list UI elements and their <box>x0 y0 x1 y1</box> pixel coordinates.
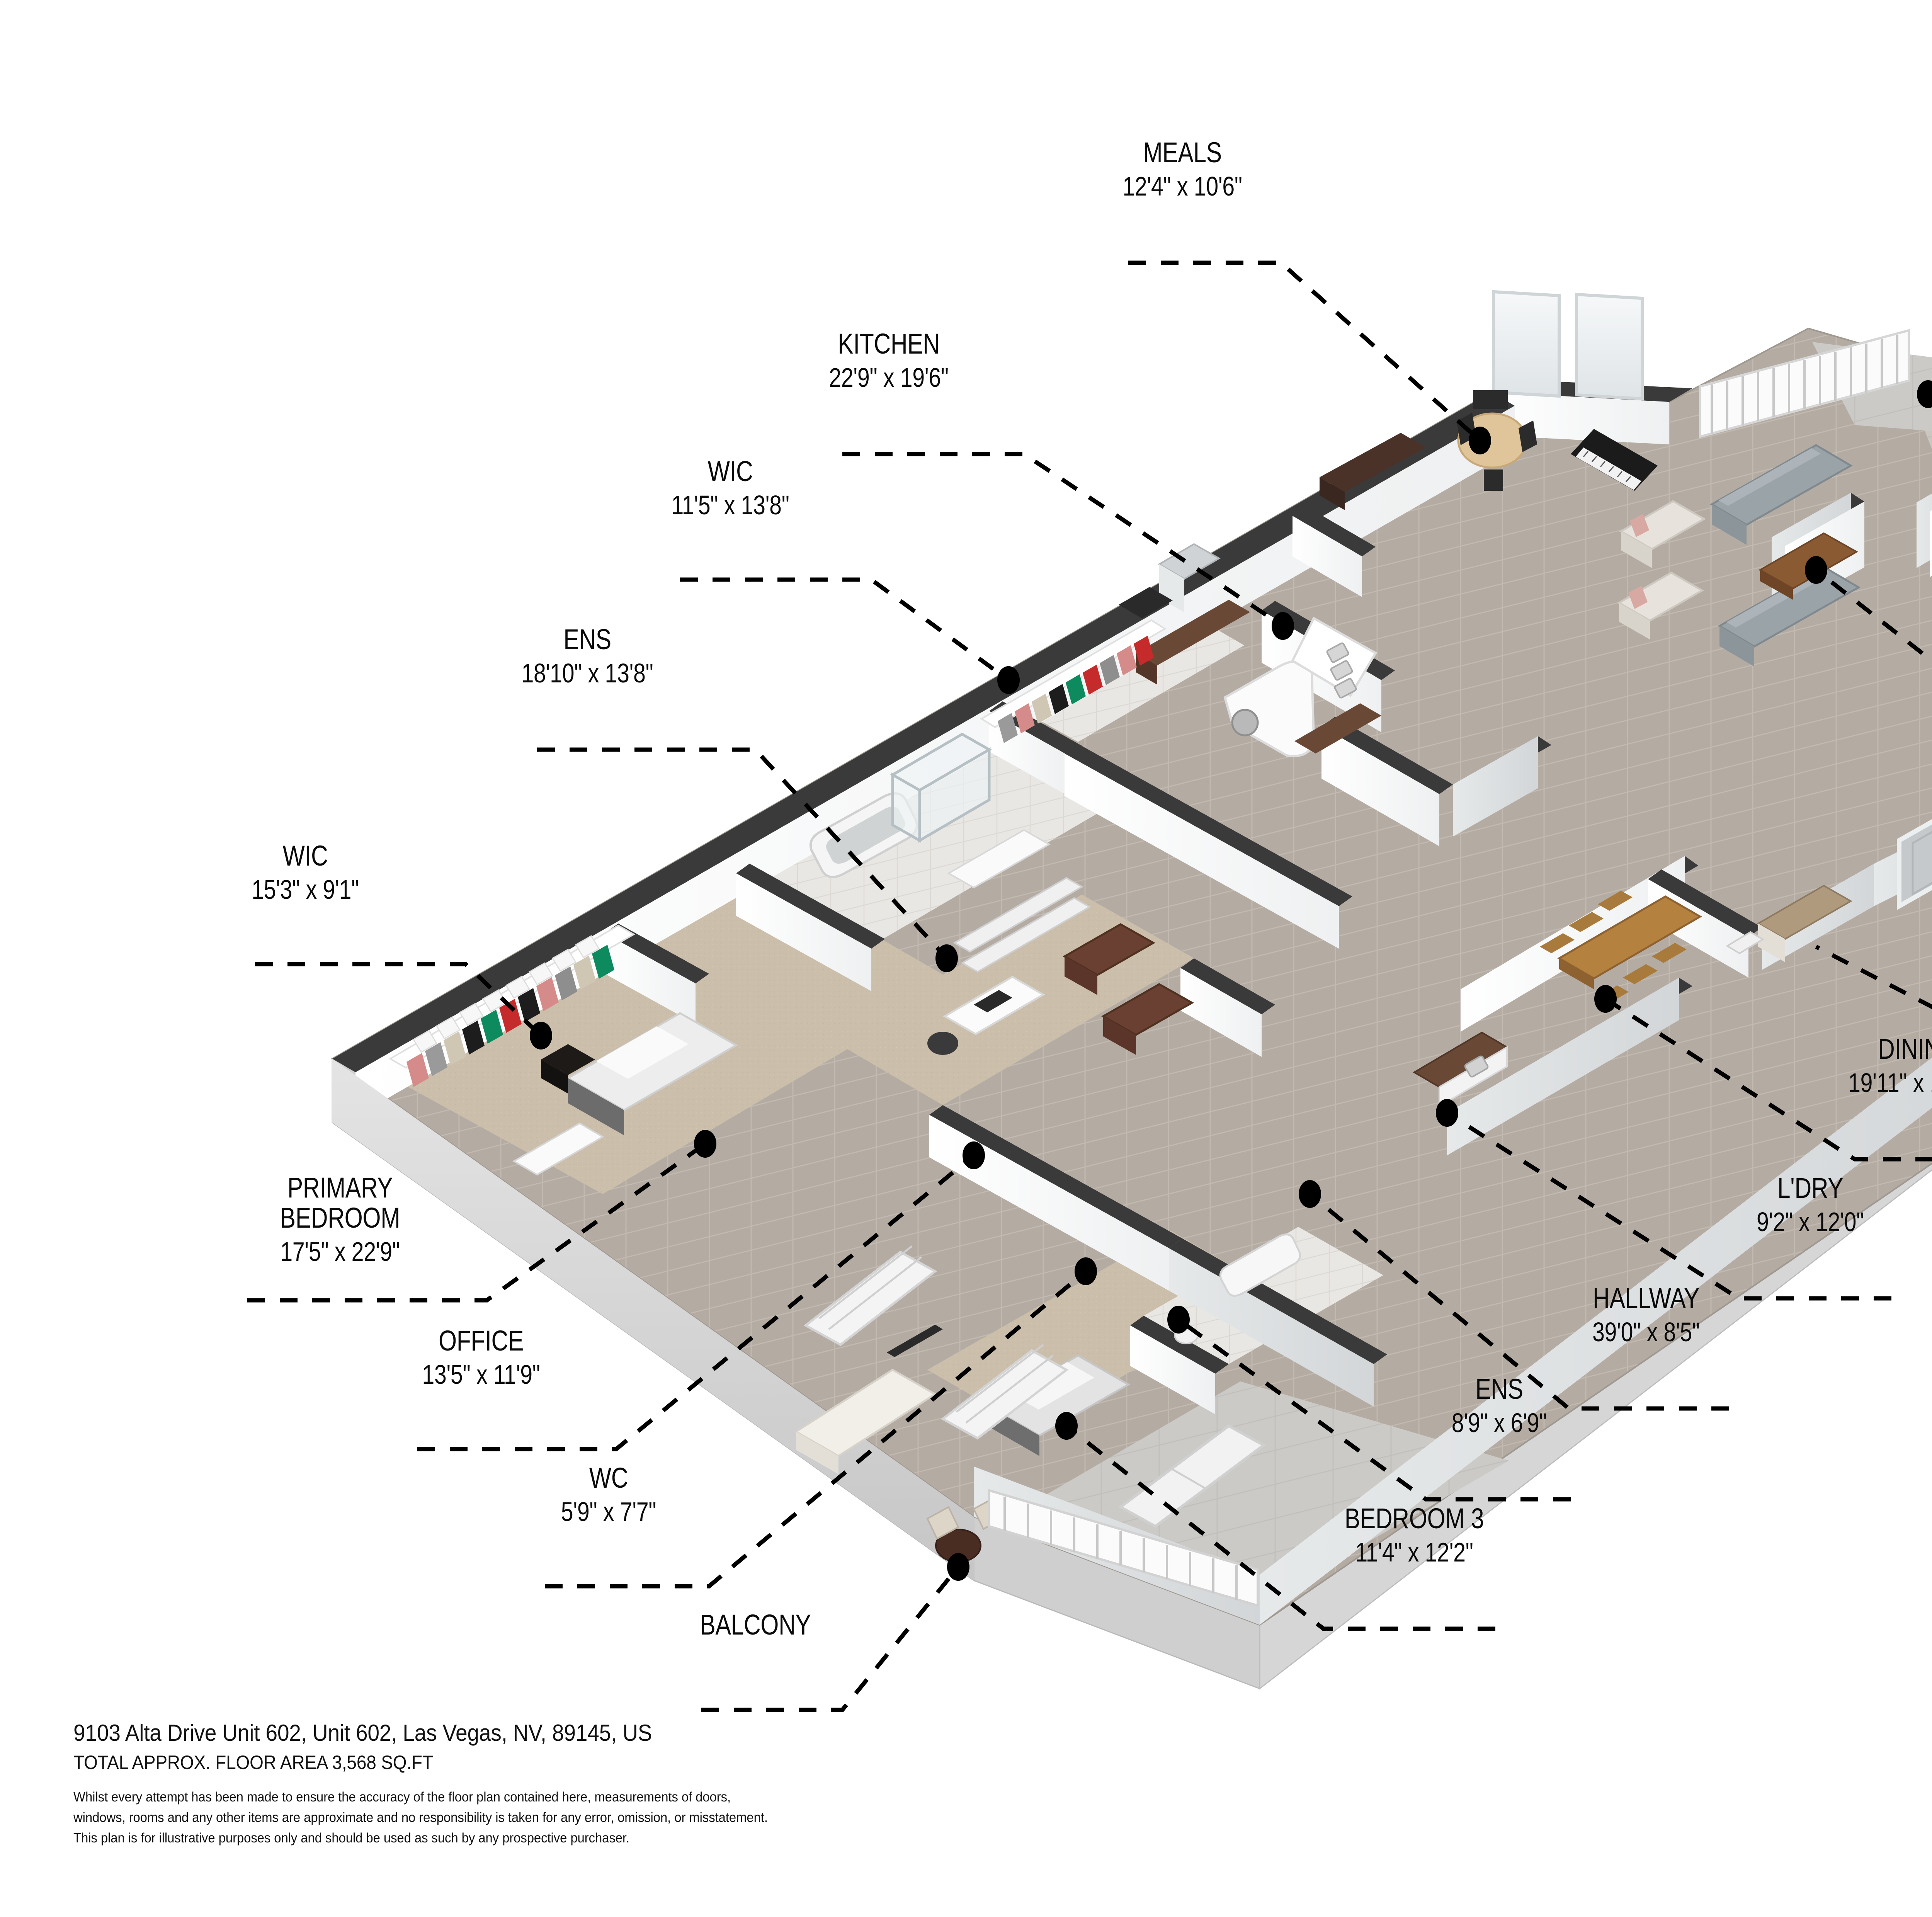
room-label-bedroom3: BEDROOM 3 11'4" x 12'2" <box>1267 1503 1561 1567</box>
room-name-balcony-left: BALCONY <box>700 1609 811 1641</box>
room-dims-kitchen: 22'9" x 19'6" <box>829 362 949 393</box>
room-label-ens-primary: ENS 18'10" x 13'8" <box>440 624 734 688</box>
room-dims-ens-primary: 18'10" x 13'8" <box>521 658 653 688</box>
kitchen-furniture <box>1119 543 1381 757</box>
property-address: 9103 Alta Drive Unit 602, Unit 602, Las … <box>73 1720 652 1746</box>
room-name-dining: DINING <box>1878 1033 1932 1065</box>
room-name-ldry: L'DRY <box>1777 1172 1844 1204</box>
room-dims-hallway: 39'0" x 8'5" <box>1592 1317 1700 1347</box>
room-dims-dining: 19'11" x 13'11" <box>1848 1067 1932 1098</box>
entry-door <box>1897 819 1932 910</box>
primary-bed-furniture <box>512 1012 738 1176</box>
primary-ensuite-fixtures <box>809 732 1051 889</box>
room-name-wip: WIP <box>1887 968 1932 999</box>
room-dims-ldry: 9'2" x 12'0" <box>1757 1206 1864 1237</box>
room-dims-office: 13'5" x 11'9" <box>422 1359 540 1390</box>
interior-walls <box>605 493 1932 1414</box>
furniture <box>389 390 1861 1607</box>
room-label-ens-bed3: ENS 8'9" x 6'9" <box>1352 1374 1646 1438</box>
disclaimer-line-1: Whilst every attempt has been made to en… <box>73 1789 731 1805</box>
room-label-wic-primary: WIC 15'3" x 9'1" <box>158 840 452 905</box>
room-dims-wic-kitchen: 11'5" x 13'8" <box>671 490 789 520</box>
window-group-meals <box>1492 290 1644 401</box>
room-label-wic-kitchen: WIC 11'5" x 13'8" <box>583 456 877 520</box>
room-label-primary-bedroom: PRIMARY BEDROOM 17'5" x 22'9" <box>193 1172 487 1267</box>
sw-doors-windows <box>803 1245 1266 1528</box>
room-name-ens-primary: ENS <box>563 623 611 655</box>
room-name-primary-bedroom-2: BEDROOM <box>280 1202 400 1234</box>
balcony-railing-top <box>1699 329 1910 438</box>
wic-clothes <box>389 619 1167 1087</box>
office-furniture <box>927 877 1194 1055</box>
room-name-bedroom3: BEDROOM 3 <box>1344 1502 1484 1534</box>
room-label-balcony-left: BALCONY <box>609 1609 902 1640</box>
room-name-primary-bedroom-1: PRIMARY <box>287 1172 393 1204</box>
footer-block: 9103 Alta Drive Unit 602, Unit 602, Las … <box>73 1720 1387 1849</box>
room-label-kitchen: KITCHEN 22'9" x 19'6" <box>742 328 1036 393</box>
room-dims-wc: 5'9" x 7'7" <box>561 1496 656 1527</box>
disclaimer: Whilst every attempt has been made to en… <box>73 1787 1308 1849</box>
room-name-kitchen: KITCHEN <box>838 328 940 360</box>
room-name-wic-primary: WIC <box>282 840 328 872</box>
room-label-office: OFFICE 13'5" x 11'9" <box>334 1325 628 1390</box>
balcony-left-railing <box>988 1488 1259 1607</box>
room-label-ldry: L'DRY 9'2" x 12'0" <box>1663 1173 1932 1237</box>
room-name-wic-kitchen: WIC <box>707 455 753 487</box>
bedroom3-furniture <box>887 1325 1131 1456</box>
total-floor-area: TOTAL APPROX. FLOOR AREA 3,568 SQ.FT <box>73 1752 433 1773</box>
room-label-balcony-top: BALCONY <box>1911 179 1932 209</box>
disclaimer-line-3: This plan is for illustrative purposes o… <box>73 1830 630 1846</box>
room-dims-primary-bedroom: 17'5" x 22'9" <box>280 1236 400 1267</box>
room-label-dining: DINING 19'11" x 13'11" <box>1772 1034 1932 1098</box>
room-name-ens-bed3: ENS <box>1475 1373 1523 1405</box>
room-label-wc: WC 5'9" x 7'7" <box>462 1463 755 1527</box>
room-dims-bedroom3: 11'4" x 12'2" <box>1355 1537 1473 1567</box>
room-dims-ens-bed3: 8'9" x 6'9" <box>1451 1407 1547 1438</box>
room-name-meals: MEALS <box>1143 136 1222 168</box>
room-dims-meals: 12'4" x 10'6" <box>1122 171 1242 201</box>
disclaimer-line-2: windows, rooms and any other items are a… <box>73 1810 768 1825</box>
meals-furniture <box>1320 390 1658 510</box>
room-name-hallway: HALLWAY <box>1593 1282 1699 1314</box>
room-label-meals: MEALS 12'4" x 10'6" <box>1036 137 1329 201</box>
living-furniture <box>1617 444 1861 667</box>
room-label-wip: WIP <box>1861 968 1932 999</box>
room-name-wc: WC <box>589 1462 628 1494</box>
leader-lines <box>247 260 1932 1712</box>
leader-dots <box>530 380 1932 1581</box>
laundry-furniture <box>1413 1031 1509 1108</box>
lounge-sofa <box>794 1369 937 1474</box>
room-dims-wic-primary: 15'3" x 9'1" <box>252 874 359 905</box>
room-name-office: OFFICE <box>438 1325 524 1357</box>
room-label-hallway: HALLWAY 39'0" x 8'5" <box>1499 1283 1793 1347</box>
